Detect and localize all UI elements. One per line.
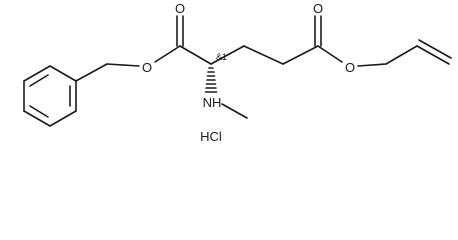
- chemical-structure-diagram: O O NH O O &1 HCl: [23, 1, 452, 144]
- stereo-hashed-bond: [204, 67, 218, 93]
- benzene-ring: [23, 65, 77, 127]
- atom-label-ester-o-left: O: [140, 60, 154, 75]
- atom-label-carbonyl-o-left: O: [175, 1, 185, 16]
- ester-oxygen-right: O: [345, 60, 355, 75]
- benzyl-ester-bonds: [75, 15, 212, 82]
- atom-label-carbonyl-o-right: O: [313, 1, 323, 16]
- ester-oxygen-left: O: [142, 60, 152, 75]
- atom-label-amine: NH: [203, 95, 222, 110]
- stereo-descriptor: &1: [216, 52, 227, 62]
- carbonyl-oxygen-left: O: [175, 1, 185, 16]
- n-methyl-bond: [221, 103, 248, 119]
- chain-bonds: [210, 15, 452, 67]
- salt-label: HCl: [200, 129, 222, 144]
- amine-nitrogen: NH: [203, 95, 222, 110]
- atom-label-ester-o-right: O: [343, 60, 357, 75]
- carbonyl-oxygen-right: O: [313, 1, 323, 16]
